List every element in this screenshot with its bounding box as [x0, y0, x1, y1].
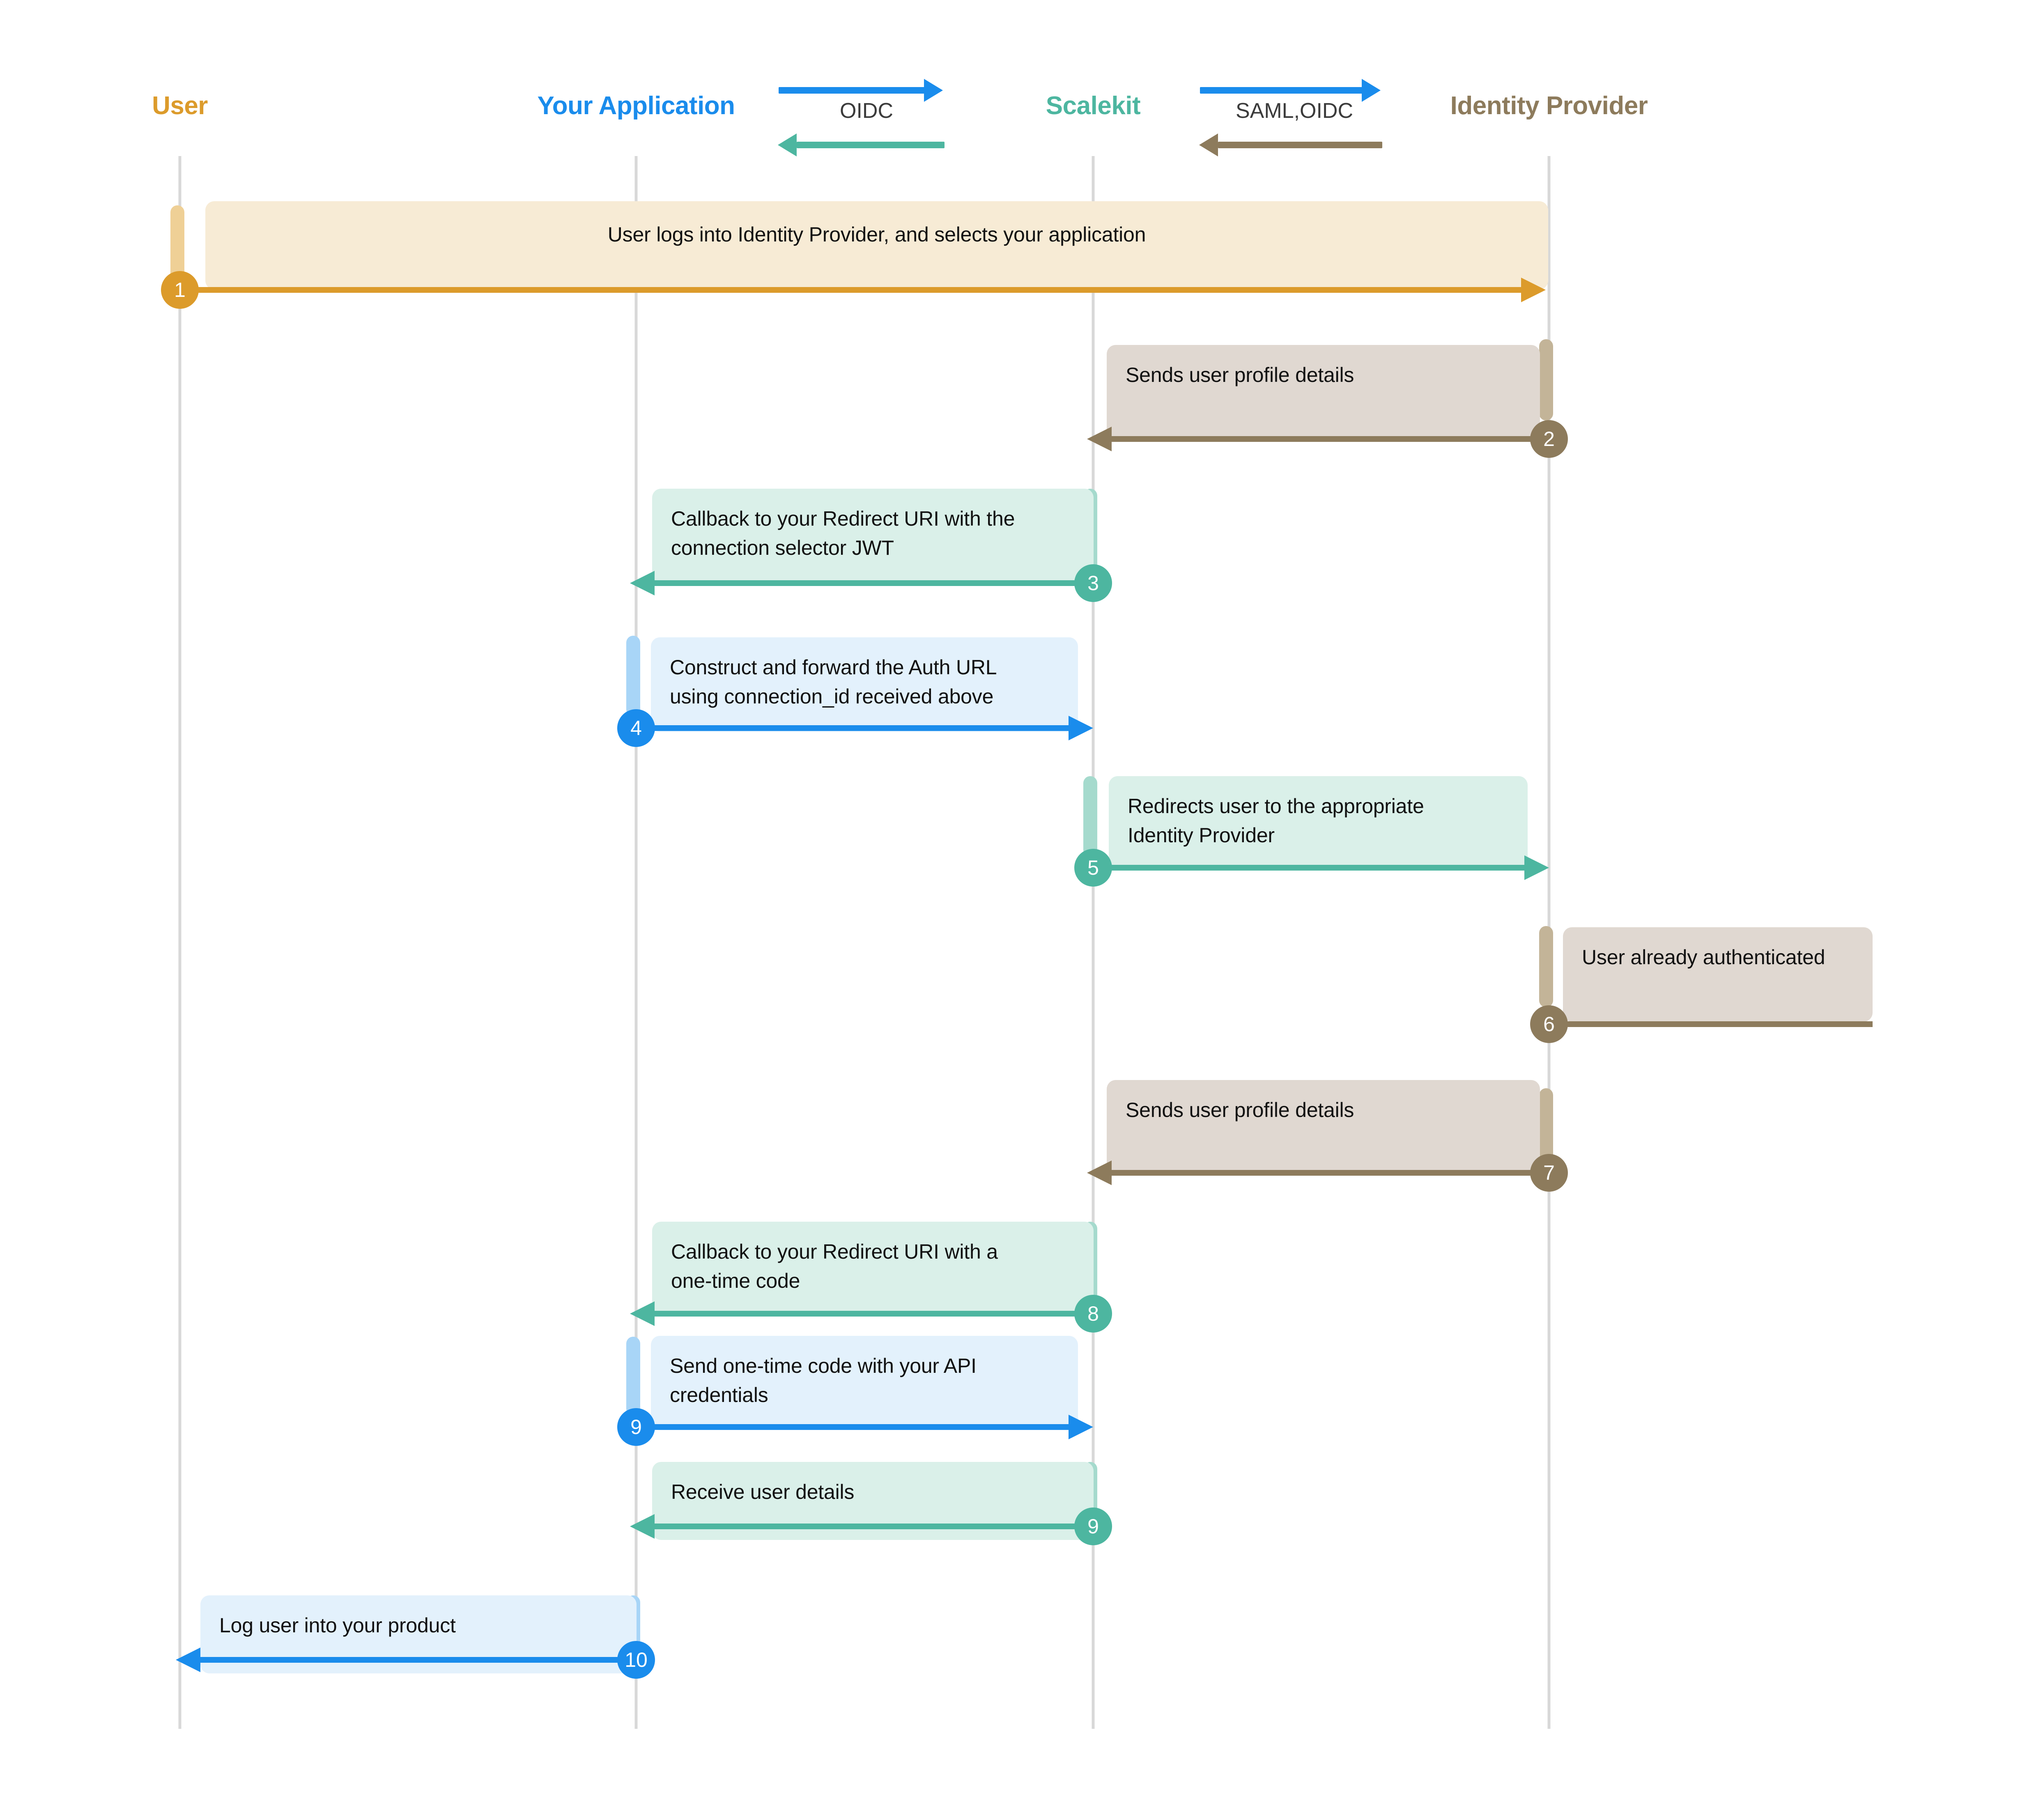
step-marker-10[interactable]: 10 [617, 1641, 655, 1679]
lifeline-your-application [634, 156, 638, 1729]
message-note-step-1: User logs into Identity Provider, and se… [205, 201, 1548, 290]
activation-bar-step-6 [1539, 926, 1553, 1007]
message-note-step-5: Redirects user to the appropriate Identi… [1109, 776, 1528, 871]
legend-arrowhead-backward-oidc [778, 133, 797, 156]
legend-label-oidc: OIDC [840, 99, 893, 123]
message-arrow-step-3 [655, 580, 1093, 586]
message-note-step-7: Sends user profile details [1107, 1080, 1540, 1174]
legend-arrowhead-backward-saml-oidc [1199, 133, 1218, 156]
step-marker-9a[interactable]: 9 [617, 1408, 655, 1446]
message-note-step-4: Construct and forward the Auth URL using… [651, 637, 1078, 732]
message-arrowhead-step-9b [630, 1514, 655, 1539]
message-note-step-6: User already authenticated [1563, 927, 1873, 1022]
step-marker-6[interactable]: 6 [1530, 1005, 1568, 1043]
step-marker-5[interactable]: 5 [1074, 849, 1112, 887]
message-text-step-5: Redirects user to the appropriate Identi… [1128, 795, 1424, 847]
message-arrow-step-1 [180, 287, 1521, 293]
message-arrow-step-7 [1112, 1170, 1549, 1176]
legend-arrow-forward-oidc [779, 87, 926, 94]
activation-bar-step-5 [1083, 776, 1097, 857]
message-arrowhead-step-4 [1069, 716, 1093, 740]
message-arrowhead-step-2 [1087, 427, 1112, 451]
participant-header-identity-provider: Identity Provider [1450, 92, 1648, 120]
message-text-step-2: Sends user profile details [1126, 363, 1354, 386]
message-arrow-step-10 [200, 1657, 636, 1663]
message-text-step-10: Log user into your product [219, 1614, 456, 1637]
message-text-step-8: Callback to your Redirect URI with a one… [671, 1240, 998, 1292]
message-arrow-step-9a [636, 1424, 1069, 1430]
message-arrow-step-5 [1093, 865, 1524, 871]
message-arrow-step-2 [1112, 436, 1549, 442]
message-text-step-3: Callback to your Redirect URI with the c… [671, 507, 1015, 559]
legend-label-saml-oidc: SAML,OIDC [1235, 99, 1354, 123]
activation-bar-step-4 [626, 636, 640, 716]
message-arrowhead-step-1 [1521, 278, 1546, 302]
legend-arrow-forward-saml-oidc [1200, 87, 1364, 94]
lifeline-scalekit [1092, 156, 1095, 1729]
message-text-step-9a: Send one-time code with your API credent… [670, 1354, 977, 1406]
message-note-step-2: Sends user profile details [1107, 345, 1540, 439]
message-arrowhead-step-9a [1069, 1415, 1093, 1439]
message-arrowhead-step-8 [630, 1301, 655, 1326]
step-marker-7[interactable]: 7 [1530, 1154, 1568, 1192]
message-note-step-3: Callback to your Redirect URI with the c… [652, 489, 1094, 584]
step-marker-3[interactable]: 3 [1074, 564, 1112, 602]
legend-arrow-backward-oidc [797, 142, 945, 148]
participant-header-scalekit: Scalekit [1046, 92, 1141, 120]
legend-arrowhead-forward-oidc [924, 79, 943, 102]
lifeline-user [178, 156, 182, 1729]
message-text-step-4: Construct and forward the Auth URL using… [670, 656, 997, 708]
legend-arrowhead-forward-saml-oidc [1362, 79, 1381, 102]
message-text-step-7: Sends user profile details [1126, 1098, 1354, 1121]
legend-arrow-backward-saml-oidc [1218, 142, 1382, 148]
message-text-step-9b: Receive user details [671, 1480, 855, 1503]
message-arrow-step-6 [1549, 1021, 1873, 1027]
message-arrow-step-9b [655, 1524, 1093, 1529]
participant-header-your-application: Your Application [537, 92, 735, 120]
message-arrowhead-step-10 [176, 1648, 200, 1672]
message-text-step-1: User logs into Identity Provider, and se… [607, 223, 1146, 246]
message-note-step-9a: Send one-time code with your API credent… [651, 1336, 1078, 1430]
activation-bar-step-2 [1539, 339, 1553, 421]
activation-bar-step-7 [1539, 1088, 1553, 1166]
message-text-step-6: User already authenticated [1582, 946, 1825, 969]
activation-bar-step-9a [626, 1337, 640, 1416]
step-marker-1[interactable]: 1 [161, 271, 199, 309]
step-marker-2[interactable]: 2 [1530, 420, 1568, 458]
participant-header-user: User [152, 92, 208, 120]
message-arrow-step-8 [655, 1311, 1093, 1317]
message-arrowhead-step-5 [1524, 855, 1549, 880]
step-marker-9b[interactable]: 9 [1074, 1507, 1112, 1545]
step-marker-8[interactable]: 8 [1074, 1295, 1112, 1333]
step-marker-4[interactable]: 4 [617, 709, 655, 747]
message-arrowhead-step-3 [630, 571, 655, 595]
message-arrow-step-4 [636, 725, 1069, 731]
message-arrowhead-step-7 [1087, 1160, 1112, 1185]
message-note-step-8: Callback to your Redirect URI with a one… [652, 1222, 1094, 1317]
